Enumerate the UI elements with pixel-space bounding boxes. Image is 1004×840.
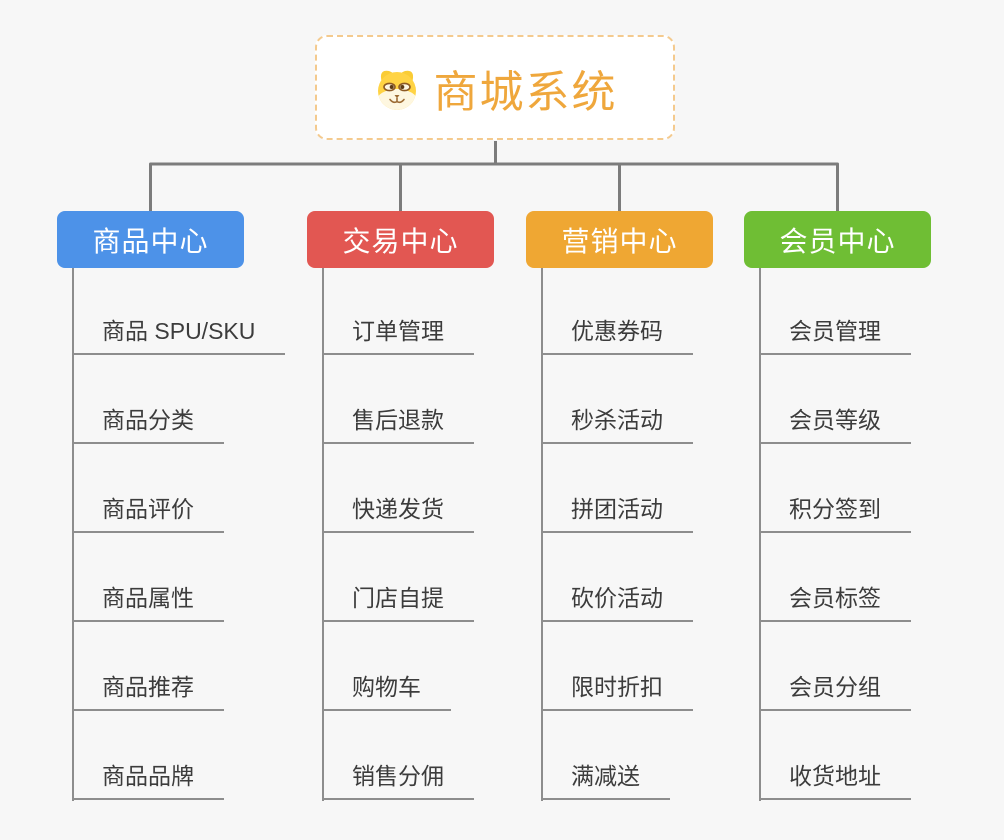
dog-face-icon: [373, 66, 421, 110]
branch-spine: [541, 268, 543, 801]
leaf-topic[interactable]: 商品品牌: [72, 762, 224, 800]
root-node[interactable]: 商城系统: [315, 35, 675, 140]
branch-head-trade-center[interactable]: 交易中心: [307, 211, 494, 268]
leaf-topic[interactable]: 满减送: [541, 762, 670, 800]
branch-head-product-center[interactable]: 商品中心: [57, 211, 244, 268]
leaf-topic[interactable]: 订单管理: [322, 317, 474, 355]
leaf-topic[interactable]: 优惠券码: [541, 317, 693, 355]
leaf-topic[interactable]: 商品分类: [72, 406, 224, 444]
leaf-topic[interactable]: 收货地址: [759, 762, 911, 800]
leaf-topic[interactable]: 销售分佣: [322, 762, 474, 800]
branch-head-marketing-center[interactable]: 营销中心: [526, 211, 713, 268]
leaf-topic[interactable]: 砍价活动: [541, 584, 693, 622]
leaf-topic[interactable]: 商品评价: [72, 495, 224, 533]
leaf-topic[interactable]: 购物车: [322, 673, 451, 711]
leaf-topic[interactable]: 商品 SPU/SKU: [72, 317, 286, 355]
leaf-topic[interactable]: 限时折扣: [541, 673, 693, 711]
leaf-topic[interactable]: 拼团活动: [541, 495, 693, 533]
leaf-topic[interactable]: 会员等级: [759, 406, 911, 444]
leaf-topic[interactable]: 积分签到: [759, 495, 911, 533]
leaf-topic[interactable]: 门店自提: [322, 584, 474, 622]
leaf-topic[interactable]: 秒杀活动: [541, 406, 693, 444]
leaf-topic[interactable]: 会员标签: [759, 584, 911, 622]
leaf-topic[interactable]: 会员管理: [759, 317, 911, 355]
leaf-topic[interactable]: 快递发货: [322, 495, 474, 533]
leaf-topic[interactable]: 商品属性: [72, 584, 224, 622]
branch-head-member-center[interactable]: 会员中心: [744, 211, 931, 268]
leaf-topic[interactable]: 售后退款: [322, 406, 474, 444]
branch-spine: [72, 268, 74, 801]
leaf-topic[interactable]: 商品推荐: [72, 673, 224, 711]
root-title: 商城系统: [433, 67, 618, 117]
leaf-topic[interactable]: 会员分组: [759, 673, 911, 711]
branch-spine: [322, 268, 324, 801]
branch-spine: [759, 268, 761, 801]
